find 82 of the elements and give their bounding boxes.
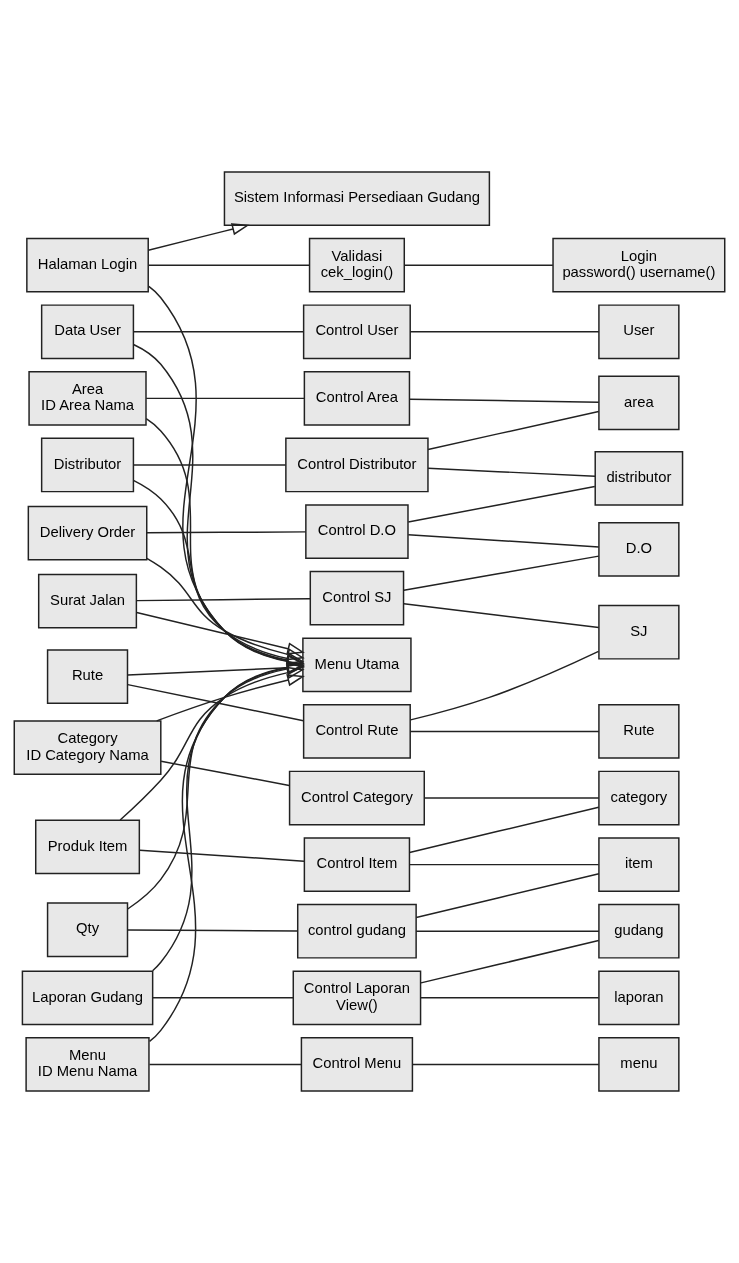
- connector: [409, 331, 600, 333]
- connector: [403, 555, 600, 591]
- connector: [146, 531, 307, 534]
- arrow: [148, 661, 306, 1043]
- node-box: distributor: [594, 450, 684, 506]
- connector: [139, 849, 305, 862]
- node-box: menu: [598, 1037, 680, 1092]
- connector: [132, 331, 305, 333]
- connector: [148, 264, 311, 266]
- connector: [407, 534, 600, 548]
- node-box: Validasi cek_login(): [308, 237, 405, 293]
- node-box: User: [598, 304, 680, 360]
- arrow: [132, 343, 305, 668]
- connector: [420, 997, 600, 999]
- connector: [152, 997, 294, 999]
- connector: [127, 929, 299, 932]
- node-box: Distributor: [40, 437, 135, 493]
- node-box: Menu Utama: [302, 637, 412, 693]
- node-box: item: [598, 837, 680, 892]
- arrow: [147, 223, 250, 251]
- node-box: Surat Jalan: [37, 573, 138, 629]
- node-box: Menu ID Menu Nama: [25, 1037, 150, 1092]
- connector: [127, 683, 305, 722]
- node-box: Qty: [46, 902, 129, 958]
- node-box: Area ID Area Nama: [28, 371, 147, 426]
- connector: [423, 797, 600, 799]
- arrow: [146, 557, 305, 661]
- node-box: Control Laporan View(): [292, 970, 422, 1026]
- connector: [409, 650, 600, 721]
- node-box: Halaman Login: [26, 237, 149, 293]
- connector: [148, 1063, 302, 1066]
- node-box: control gudang: [296, 903, 417, 959]
- node-box: Rute: [46, 649, 129, 705]
- connector: [160, 760, 290, 787]
- connector: [132, 464, 287, 466]
- node-box: SJ: [598, 604, 680, 660]
- node-box: Laporan Gudang: [21, 970, 154, 1026]
- node-box: Control SJ: [309, 570, 405, 626]
- connector: [135, 597, 311, 602]
- connector: [420, 939, 600, 984]
- arrow: [135, 611, 305, 655]
- arrow: [151, 661, 305, 972]
- arrow: [127, 662, 305, 910]
- node-box: Control Menu: [300, 1037, 414, 1092]
- node-box: Login password() username(): [552, 237, 726, 293]
- node-box: laporan: [598, 970, 680, 1026]
- connector: [407, 485, 596, 523]
- node-box: Control Category: [288, 770, 425, 826]
- connector: [427, 410, 600, 451]
- arrow: [132, 479, 305, 665]
- connector: [415, 873, 600, 919]
- connector: [409, 730, 600, 733]
- connector: [403, 264, 554, 266]
- arrow: [145, 417, 305, 667]
- connector: [427, 467, 596, 477]
- node-box: category: [598, 770, 680, 826]
- node-box: Control Distributor: [285, 437, 429, 493]
- node-box: Control Area: [303, 371, 411, 426]
- connector: [403, 603, 600, 629]
- connector: [412, 1063, 600, 1066]
- arrow: [119, 666, 305, 821]
- node-box: Rute: [598, 704, 680, 759]
- node-box: gudang: [598, 903, 680, 959]
- node-box: Control Rute: [302, 704, 411, 759]
- node-box: Data User: [40, 304, 135, 360]
- connector: [408, 863, 600, 866]
- node-box: Control D.O: [305, 504, 409, 559]
- node-box: Produk Item: [35, 819, 141, 875]
- connector: [408, 398, 600, 403]
- node-box: area: [598, 375, 680, 431]
- connector: [145, 397, 305, 400]
- node-box: Sistem Informasi Persediaan Gudang: [223, 171, 491, 226]
- arrow: [155, 674, 305, 722]
- node-box: Category ID Category Nama: [13, 720, 162, 776]
- connector: [415, 930, 600, 932]
- node-box: Control Item: [303, 837, 411, 892]
- node-box: D.O: [598, 521, 680, 577]
- node-box: Delivery Order: [27, 505, 148, 561]
- connector: [148, 285, 304, 665]
- node-box: Control User: [302, 304, 411, 360]
- connector: [408, 806, 600, 854]
- arrow: [127, 661, 306, 676]
